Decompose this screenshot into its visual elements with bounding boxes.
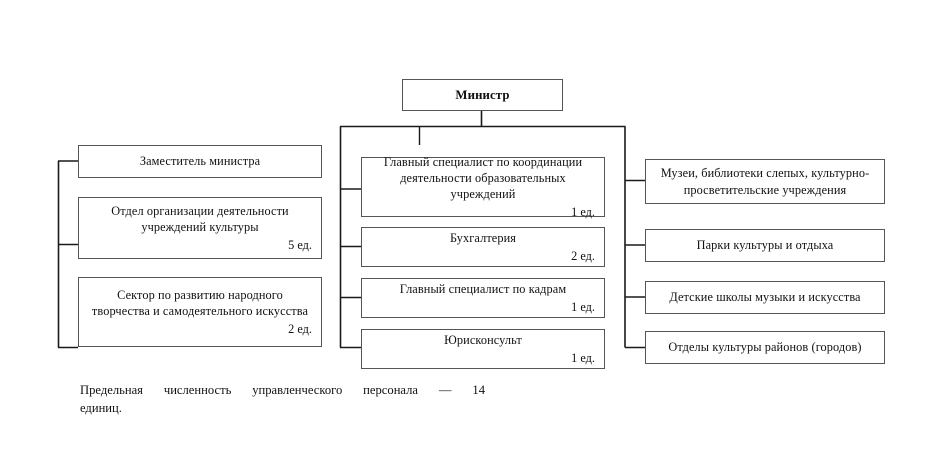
node-chief-specialist-hr[interactable]: Главный специалист по кадрам 1 ед. — [361, 278, 605, 318]
chart-caption-line2: единиц. — [80, 401, 122, 416]
node-museums-libraries[interactable]: Музеи, библиотеки слепых, культурно-прос… — [645, 159, 885, 204]
chart-caption-line1: Предельная численность управленческого п… — [80, 383, 485, 397]
node-accounting-count: 2 ед. — [571, 249, 595, 264]
node-culture-institutions-department-label: Отдел организации деятельности учреждени… — [111, 203, 289, 234]
node-folk-art-sector[interactable]: Сектор по развитию народного творчества … — [78, 277, 322, 347]
node-chief-specialist-education[interactable]: Главный специалист по координации деятел… — [361, 154, 605, 220]
node-children-art-schools-label: Детские школы музыки и искусства — [669, 290, 861, 305]
node-children-art-schools[interactable]: Детские школы музыки и искусства — [645, 281, 885, 314]
node-district-culture-departments-label: Отделы культуры районов (городов) — [668, 340, 862, 355]
node-legal-counsel-count: 1 ед. — [571, 351, 595, 366]
node-folk-art-sector-label: Сектор по развитию народного творчества … — [91, 287, 309, 318]
node-minister-label: Министр — [455, 87, 510, 102]
node-chief-specialist-education-count: 1 ед. — [571, 205, 595, 220]
node-deputy-minister-label: Заместитель министра — [139, 154, 261, 169]
node-folk-art-sector-count: 2 ед. — [288, 322, 312, 337]
node-accounting[interactable]: Бухгалтерия 2 ед. — [361, 227, 605, 267]
node-accounting-label: Бухгалтерия — [449, 230, 517, 245]
node-chief-specialist-education-label: Главный специалист по координации деятел… — [383, 154, 583, 202]
chart-caption: Предельная численность управленческого п… — [80, 381, 485, 418]
node-district-culture-departments[interactable]: Отделы культуры районов (городов) — [645, 331, 885, 364]
node-culture-parks[interactable]: Парки культуры и отдыха — [645, 229, 885, 262]
node-legal-counsel-label: Юрисконсульт — [444, 332, 522, 347]
node-chief-specialist-hr-count: 1 ед. — [571, 300, 595, 315]
node-museums-libraries-label: Музеи, библиотеки слепых, культурно-прос… — [660, 166, 870, 197]
node-chief-specialist-hr-label: Главный специалист по кадрам — [399, 281, 567, 296]
node-legal-counsel[interactable]: Юрисконсульт 1 ед. — [361, 329, 605, 369]
node-culture-institutions-department-count: 5 ед. — [288, 238, 312, 253]
node-culture-institutions-department[interactable]: Отдел организации деятельности учреждени… — [78, 197, 322, 259]
node-culture-parks-label: Парки культуры и отдыха — [696, 238, 834, 253]
node-deputy-minister[interactable]: Заместитель министра — [78, 145, 322, 178]
node-minister[interactable]: Министр — [402, 79, 563, 111]
